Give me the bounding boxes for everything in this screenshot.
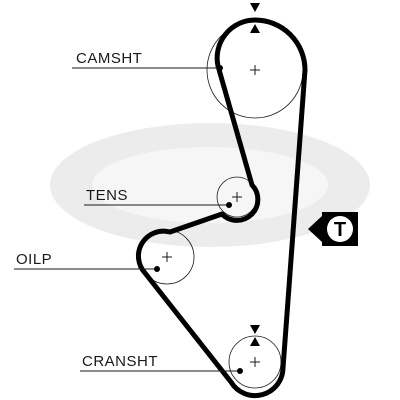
crankshaft-center-mark	[250, 357, 260, 367]
oil-pump-label: OILP	[16, 251, 52, 268]
tensioner-label: TENS	[86, 187, 128, 204]
camshaft-center-mark	[250, 65, 260, 75]
crankshaft-dot	[237, 368, 243, 374]
camshaft-dot	[217, 65, 223, 71]
tension-badge-letter: T	[334, 219, 346, 241]
oil-pump-center-mark	[162, 252, 172, 262]
tension-badge-icon: T	[308, 212, 358, 246]
watermark-inner	[92, 147, 328, 223]
tensioner-center-mark	[232, 192, 242, 202]
crankshaft-label: CRANSHT	[82, 353, 158, 370]
tensioner-dot	[226, 202, 232, 208]
timing-mark-icon	[250, 325, 260, 346]
timing-mark-icon	[250, 3, 260, 33]
oil-pump-dot	[154, 266, 160, 272]
watermark-logo	[50, 123, 370, 247]
camshaft-label: CAMSHT	[76, 50, 142, 67]
